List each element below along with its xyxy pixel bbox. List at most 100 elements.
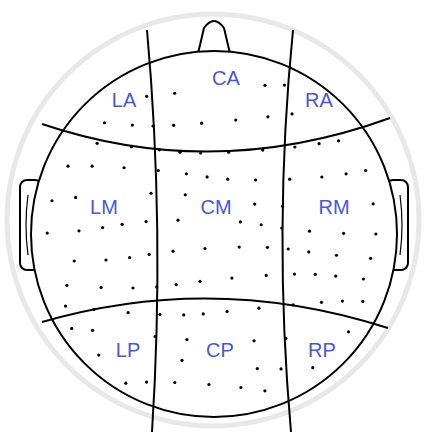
electrode-dot xyxy=(292,303,295,306)
electrode-dot xyxy=(263,389,266,392)
electrode-dot xyxy=(239,220,242,223)
electrode-dot xyxy=(158,313,161,316)
electrode-dot xyxy=(290,112,293,115)
electrode-dot xyxy=(317,142,320,145)
electrode-dot xyxy=(64,305,67,308)
electrode-dot xyxy=(97,353,100,356)
electrode-dot xyxy=(203,247,206,250)
left-ear-inner xyxy=(26,195,28,255)
electrode-dot xyxy=(185,172,188,175)
electrode-dot xyxy=(335,254,338,257)
electrode-dot xyxy=(65,284,68,287)
region-label: LA xyxy=(110,89,138,111)
head-outline xyxy=(31,51,397,417)
region-label: RP xyxy=(306,339,338,361)
electrode-dot xyxy=(230,276,233,279)
electrode-dot xyxy=(144,220,147,223)
electrode-dot xyxy=(320,175,323,178)
electrode-dot xyxy=(334,275,337,278)
electrode-dot xyxy=(239,386,242,389)
electrode-dot xyxy=(288,178,291,181)
electrode-dot xyxy=(287,247,290,250)
electrode-dot xyxy=(155,285,158,288)
electrode-dot xyxy=(364,169,367,172)
electrode-dot xyxy=(151,124,154,127)
electrode-dot xyxy=(320,301,323,304)
electrode-dot xyxy=(227,151,230,154)
electrode-dot xyxy=(180,359,183,362)
electrode-dot xyxy=(293,272,296,275)
electrode-dot xyxy=(103,121,106,124)
electrode-dot xyxy=(345,172,348,175)
electrode-dot xyxy=(50,199,53,202)
electrode-dot xyxy=(90,165,93,168)
electrode-dot xyxy=(311,366,314,369)
region-border xyxy=(42,298,388,328)
electrode-dot xyxy=(123,166,126,169)
electrode-dot xyxy=(261,148,264,151)
electrode-dot xyxy=(266,115,269,118)
electrode-dot xyxy=(70,327,73,330)
region-label: RM xyxy=(316,196,351,218)
electrode-dot xyxy=(238,246,241,249)
region-border xyxy=(147,30,157,432)
electrode-dot xyxy=(131,286,134,289)
electrode-dot xyxy=(184,193,187,196)
electrode-dot xyxy=(128,256,131,259)
electrode-dot xyxy=(66,165,69,168)
electrode-dot xyxy=(182,313,185,316)
electrode-dot xyxy=(361,300,364,303)
electrode-dot xyxy=(91,329,94,332)
region-label: LP xyxy=(114,339,142,361)
electrode-dot xyxy=(158,148,161,151)
electrode-dot xyxy=(253,202,256,205)
electrode-dot xyxy=(279,367,282,370)
region-label: RA xyxy=(303,89,335,111)
electrode-dot xyxy=(200,122,203,125)
electrode-dots xyxy=(46,84,378,393)
electrode-dot xyxy=(104,258,107,261)
electrode-dot xyxy=(175,283,178,286)
electrode-dot xyxy=(362,277,365,280)
outer-ring xyxy=(7,14,419,426)
electrode-dot xyxy=(46,231,49,234)
electrode-dot xyxy=(260,223,263,226)
electrode-dot xyxy=(374,232,377,235)
electrode-dot xyxy=(176,219,179,222)
electrode-dot xyxy=(157,169,160,172)
electrode-dot xyxy=(234,119,237,122)
electrode-dot xyxy=(369,257,372,260)
electrode-dot xyxy=(308,230,311,233)
electrode-dot xyxy=(341,299,344,302)
region-label: LM xyxy=(88,196,120,218)
electrode-dot xyxy=(77,229,80,232)
electrode-dot xyxy=(101,226,104,229)
electrode-dot xyxy=(280,226,283,229)
electrode-dot xyxy=(283,84,286,87)
electrode-dot xyxy=(127,311,130,314)
electrode-dot xyxy=(256,367,259,370)
electrode-dot xyxy=(342,232,345,235)
electrode-dot xyxy=(307,250,310,253)
electrode-dot xyxy=(284,337,287,340)
region-border xyxy=(282,30,293,432)
electrode-dot xyxy=(173,381,176,384)
electrode-dot xyxy=(74,196,77,199)
electrode-dot xyxy=(121,223,124,226)
electrode-dot xyxy=(281,205,284,208)
electrode-dot xyxy=(100,286,103,289)
electrode-dot xyxy=(145,95,148,98)
electrode-dot xyxy=(257,307,260,310)
electrode-dot xyxy=(145,380,148,383)
electrode-dot xyxy=(148,253,151,256)
region-border xyxy=(42,118,390,152)
electrode-dot xyxy=(205,175,208,178)
electrode-dot xyxy=(252,339,255,342)
electrode-dot xyxy=(266,246,269,249)
electrode-dot xyxy=(96,142,99,145)
electrode-dot xyxy=(254,178,257,181)
region-label: CM xyxy=(198,196,233,218)
electrode-dot xyxy=(153,335,156,338)
